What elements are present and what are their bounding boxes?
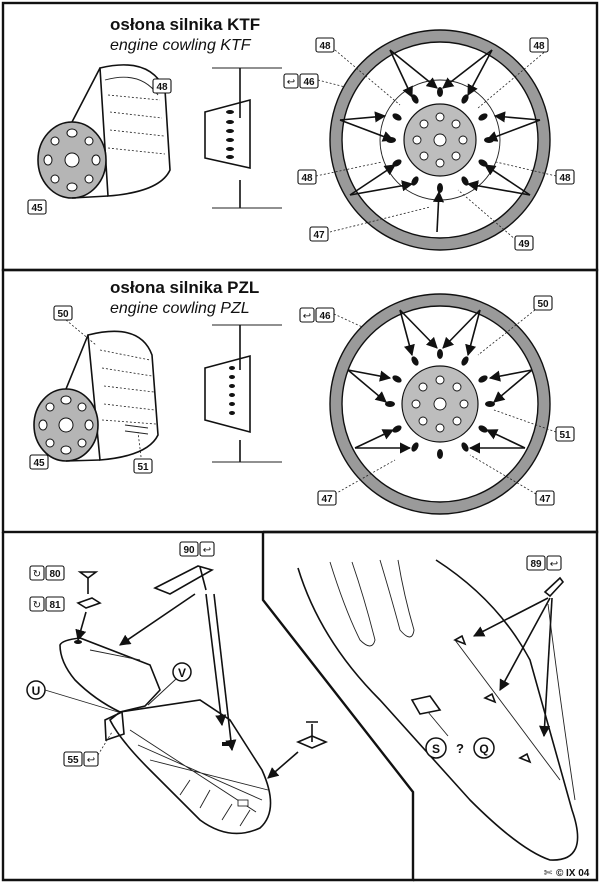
svg-text:49: 49 bbox=[518, 239, 530, 250]
wing-label-80: ↻ 80 bbox=[29, 565, 65, 581]
fuselage-marker-s: S bbox=[425, 737, 447, 759]
footer: ✄ © IX 04 bbox=[544, 868, 590, 879]
wing-part-90 bbox=[153, 565, 215, 595]
bend-arrow-icon: ↩ bbox=[303, 311, 311, 322]
svg-text:47: 47 bbox=[313, 230, 325, 241]
svg-text:47: 47 bbox=[539, 494, 551, 505]
svg-text:48: 48 bbox=[319, 41, 331, 52]
svg-text:47: 47 bbox=[321, 494, 333, 505]
pzl-label-wheel-br: 47 bbox=[535, 490, 555, 506]
svg-text:46: 46 bbox=[319, 311, 331, 322]
svg-text:S: S bbox=[432, 742, 440, 756]
ktf-label-cone-face: 45 bbox=[27, 199, 47, 215]
wing-outline bbox=[59, 637, 272, 835]
wing-label-55: 55 ↩ bbox=[63, 751, 99, 767]
pzl-title-en: engine cowling PZL bbox=[110, 300, 250, 317]
bend-arrow-icon: ↩ bbox=[287, 77, 295, 88]
wing-part-stand bbox=[295, 721, 329, 749]
ktf-label-wheel-bl: 47 bbox=[309, 226, 329, 242]
panel-pzl: osłona silnika PZL engine cowling PZL 50… bbox=[29, 278, 575, 515]
svg-text:U: U bbox=[32, 684, 41, 698]
wing-label-90: 90 ↩ bbox=[179, 541, 215, 557]
panel-fuselage: 89 ↩ S ? Q bbox=[297, 555, 579, 861]
pzl-front-view bbox=[329, 293, 551, 515]
svg-text:46: 46 bbox=[303, 77, 315, 88]
svg-text:V: V bbox=[178, 666, 186, 680]
ktf-front-view bbox=[329, 29, 551, 251]
fuselage-label-89: 89 ↩ bbox=[526, 555, 562, 571]
roll-icon: ↻ bbox=[33, 600, 41, 611]
panel-ktf: osłona silnika KTF engine cowling KTF 48… bbox=[27, 15, 575, 251]
svg-text:45: 45 bbox=[31, 203, 43, 214]
svg-text:48: 48 bbox=[301, 173, 313, 184]
svg-text:45: 45 bbox=[33, 458, 45, 469]
pzl-title-pl: osłona silnika PZL bbox=[110, 278, 259, 297]
svg-text:89: 89 bbox=[530, 559, 542, 570]
ktf-cowling-cone bbox=[37, 64, 171, 199]
svg-text:90: 90 bbox=[183, 545, 195, 556]
ktf-label-cone-top: 48 bbox=[152, 78, 172, 94]
svg-text:Q: Q bbox=[479, 742, 488, 756]
svg-text:48: 48 bbox=[156, 82, 168, 93]
svg-text:81: 81 bbox=[49, 600, 61, 611]
svg-text:55: 55 bbox=[67, 755, 79, 766]
svg-text:48: 48 bbox=[533, 41, 545, 52]
svg-text:51: 51 bbox=[559, 430, 571, 441]
wing-marker-u: U bbox=[26, 680, 46, 700]
ktf-label-wheel-mr: 48 bbox=[555, 169, 575, 185]
ktf-label-wheel-br: 49 bbox=[514, 235, 534, 251]
panel-wing: ↻ 80 ↻ 81 90 ↩ bbox=[26, 541, 329, 835]
pzl-side-profile bbox=[204, 324, 282, 463]
pzl-label-wheel-bl: 47 bbox=[317, 490, 337, 506]
svg-text:51: 51 bbox=[137, 462, 149, 473]
roll-icon: ↻ bbox=[33, 569, 41, 580]
bend-arrow-icon: ↩ bbox=[550, 559, 558, 570]
wing-label-81: ↻ 81 bbox=[29, 596, 65, 612]
ktf-label-wheel-tl: 48 bbox=[315, 37, 335, 53]
fuselage-outline bbox=[297, 559, 579, 861]
fuselage-or-mark: ? bbox=[456, 741, 464, 756]
wing-part-80 bbox=[77, 571, 99, 594]
fuselage-marker-q: Q bbox=[473, 737, 495, 759]
pzl-label-cone-side: 51 bbox=[133, 458, 153, 474]
svg-text:48: 48 bbox=[559, 173, 571, 184]
pzl-cowling-cone bbox=[33, 330, 159, 462]
ktf-label-wheel-ml: 48 bbox=[297, 169, 317, 185]
ktf-side-profile bbox=[204, 67, 282, 209]
bend-arrow-icon: ↩ bbox=[87, 755, 95, 766]
ktf-label-wheel-tr: 48 bbox=[529, 37, 549, 53]
ktf-title-pl: osłona silnika KTF bbox=[110, 15, 260, 34]
pzl-label-cone-top: 50 bbox=[53, 305, 73, 321]
pzl-label-cone-face: 45 bbox=[29, 454, 49, 470]
pzl-label-bend: ↩ 46 bbox=[299, 307, 335, 323]
fuselage-part-89 bbox=[543, 576, 565, 598]
svg-text:80: 80 bbox=[49, 569, 61, 580]
ktf-label-bend: ↩ 46 bbox=[283, 73, 319, 89]
wing-marker-v: V bbox=[172, 662, 192, 682]
footer-logo: © bbox=[556, 868, 564, 879]
footer-code: IX 04 bbox=[566, 868, 590, 879]
bend-arrow-icon: ↩ bbox=[203, 545, 211, 556]
svg-text:50: 50 bbox=[57, 309, 69, 320]
scissors-icon: ✄ bbox=[544, 868, 553, 879]
wing-part-81 bbox=[76, 597, 102, 609]
pzl-label-wheel-tr: 50 bbox=[533, 295, 553, 311]
svg-text:50: 50 bbox=[537, 299, 549, 310]
ktf-title-en: engine cowling KTF bbox=[110, 37, 252, 54]
pzl-label-wheel-mr: 51 bbox=[555, 426, 575, 442]
